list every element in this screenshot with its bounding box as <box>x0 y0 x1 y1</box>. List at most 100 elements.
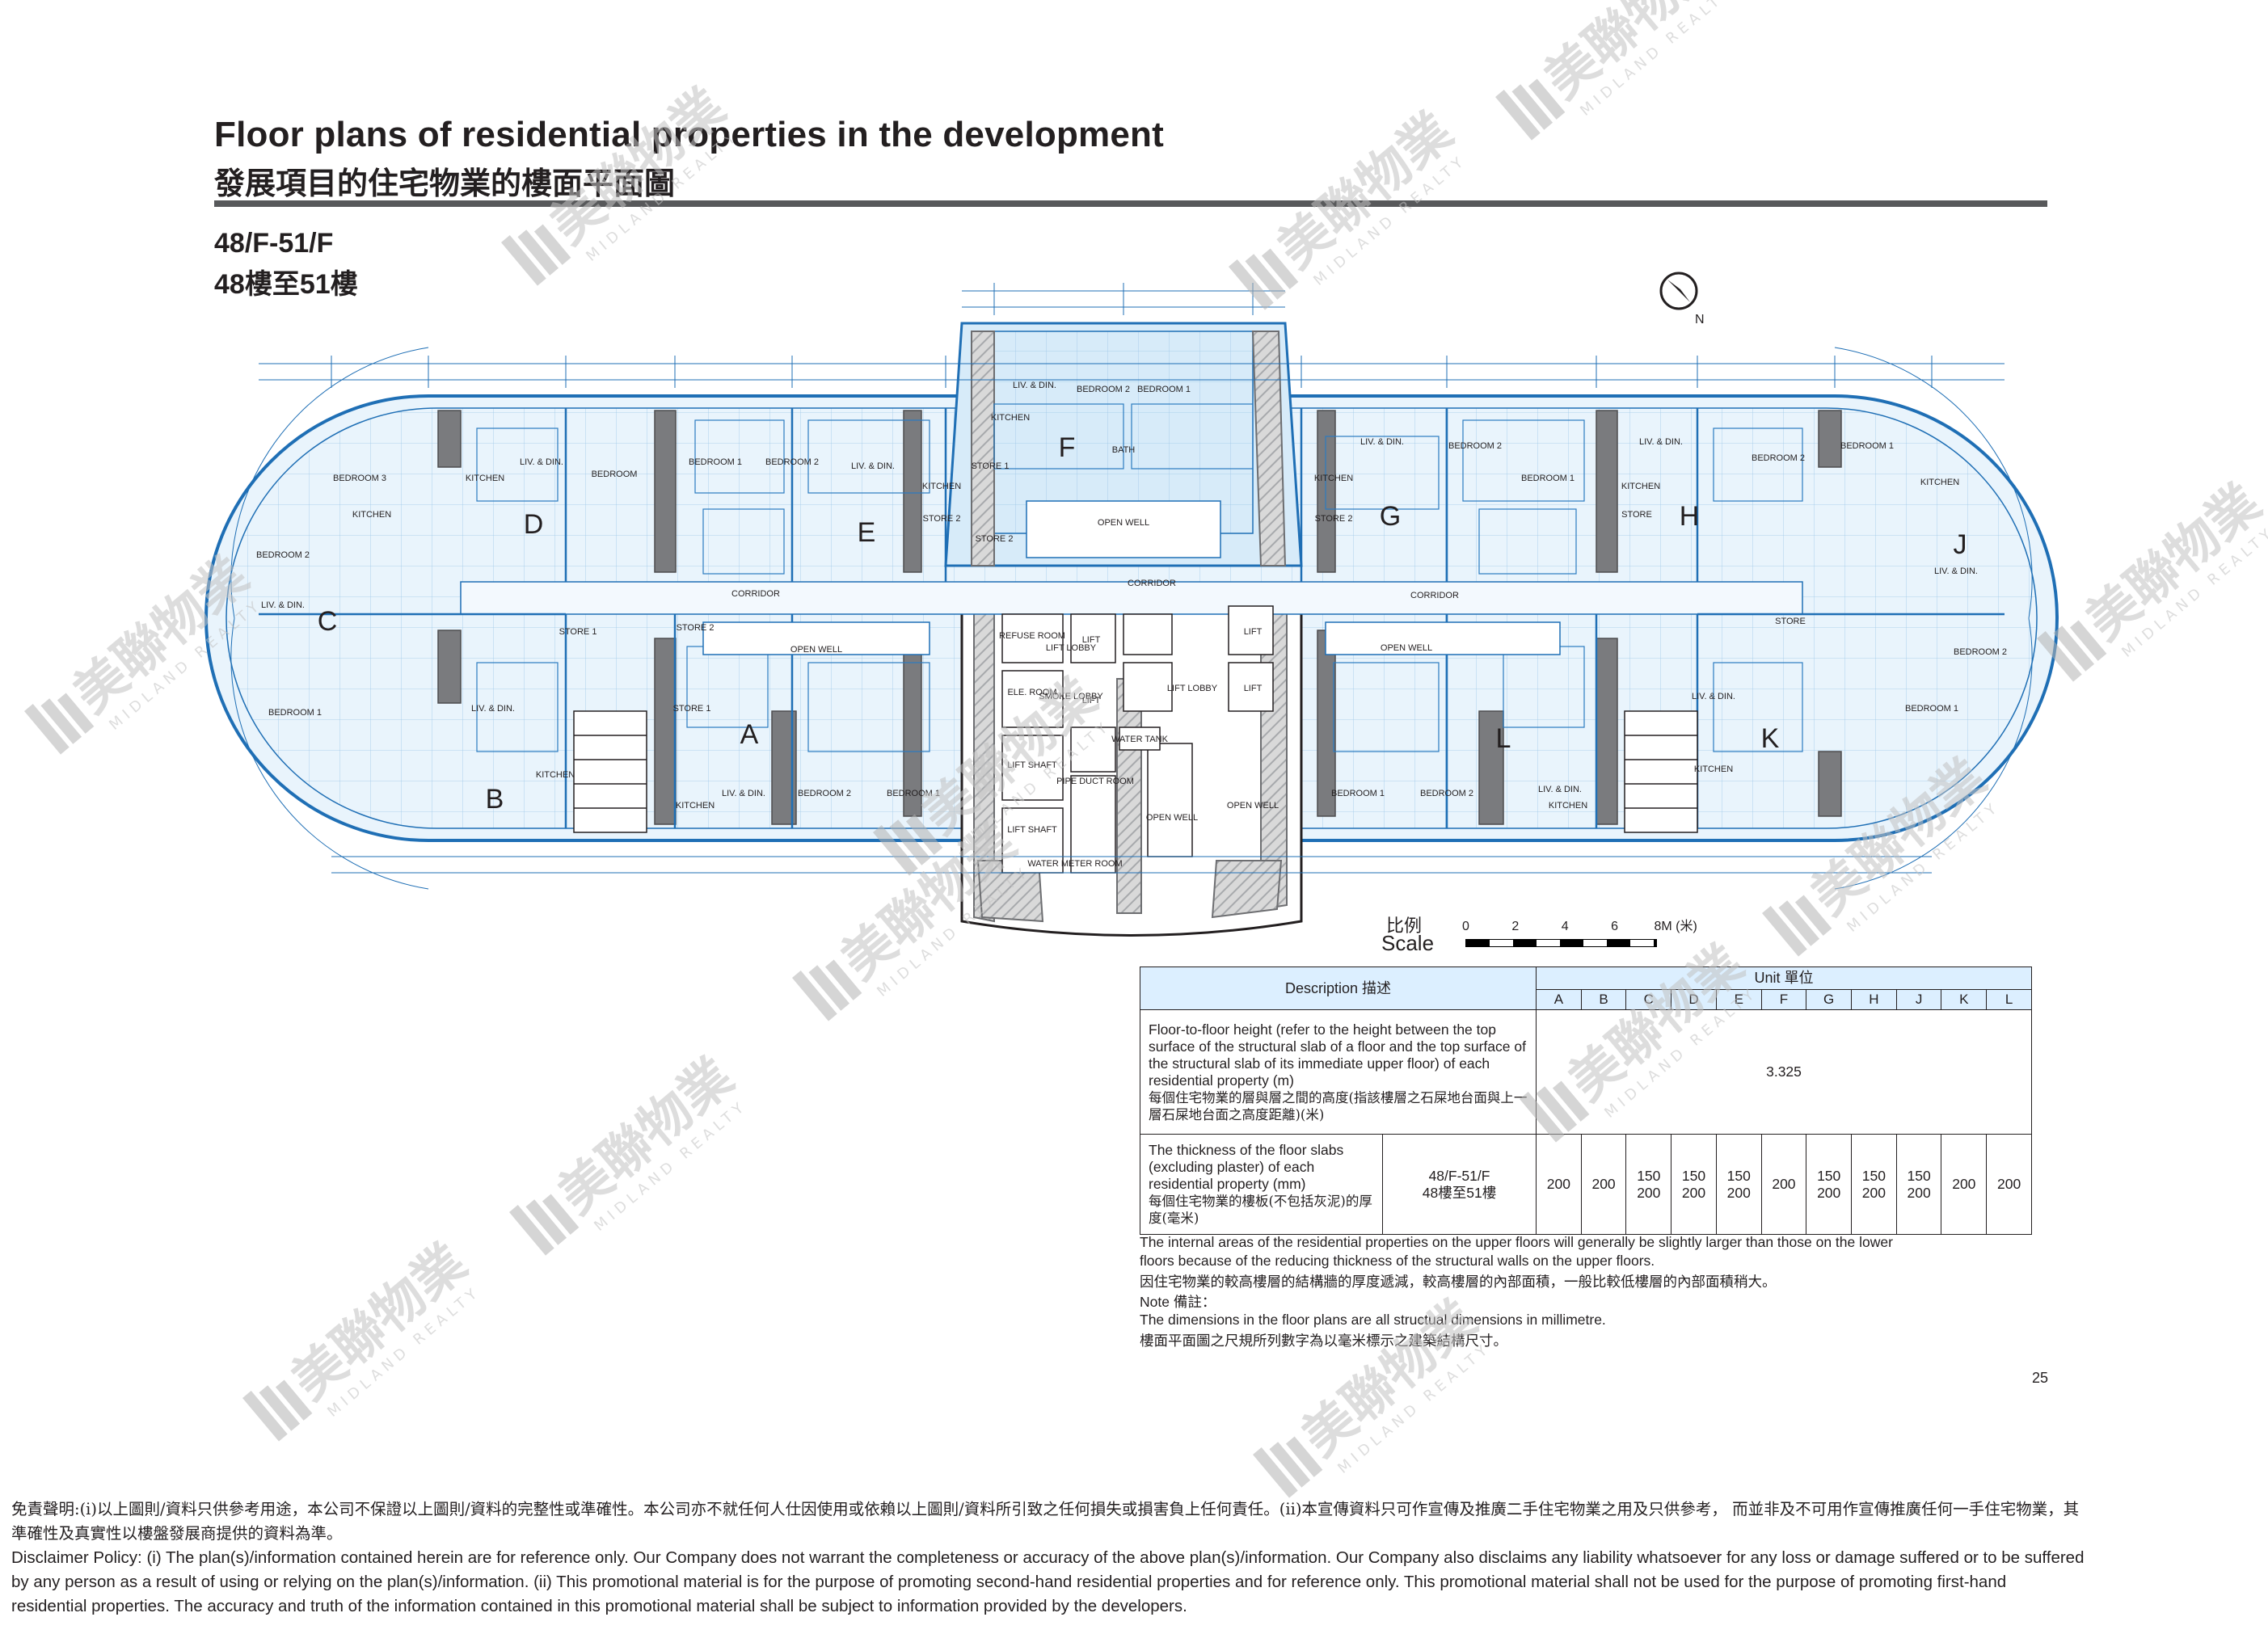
room-label: BEDROOM 1 <box>1905 704 1958 714</box>
scale-label-zh: 比例 <box>1386 916 1423 936</box>
room-label: LIV. & DIN. <box>471 704 515 714</box>
slab-value: 150 200 <box>1625 1134 1672 1235</box>
room-label: OPEN WELL <box>1146 813 1198 823</box>
floor-plan: A B C D E F G H J K L CORRIDOR CORRIDOR … <box>204 272 2059 937</box>
page-number: 25 <box>2032 1370 2049 1386</box>
room-label: BEDROOM 1 <box>1521 474 1575 483</box>
room-label: KITCHEN <box>1694 764 1733 774</box>
room-label: BEDROOM 1 <box>887 789 940 798</box>
note-line: The dimensions in the floor plans are al… <box>1140 1312 1606 1328</box>
room-label: BEDROOM 3 <box>333 474 386 483</box>
scale-ticks: 0 2 4 6 8M (米) <box>1462 915 1697 934</box>
room-label: BEDROOM 1 <box>1331 789 1385 798</box>
unit-col-header: E <box>1715 988 1762 1011</box>
unit-col-header: H <box>1851 988 1897 1011</box>
corridor <box>460 581 1803 615</box>
note-line: floors because of the reducing thickness… <box>1140 1253 1655 1269</box>
unit-col-header: F <box>1760 988 1807 1011</box>
title-divider <box>214 200 2047 207</box>
unit-label-h: H <box>1680 501 1700 532</box>
slab-thickness-desc-zh: 每個住宅物業的樓板(不包括灰泥)的厚度(毫米) <box>1149 1194 1372 1226</box>
spec-table: Description 描述 Unit 單位 A B C D E F G H J… <box>1140 967 2032 1235</box>
page-title-zh: 發展項目的住宅物業的樓面平面圖 <box>214 165 676 201</box>
unit-col-header: C <box>1625 988 1672 1011</box>
room-label: BEDROOM 2 <box>1752 453 1805 463</box>
unit-label-k: K <box>1761 723 1780 754</box>
room-label: LIFT <box>1244 627 1263 637</box>
room-label: BEDROOM 2 <box>1077 385 1130 394</box>
room-label: BEDROOM 1 <box>1840 441 1894 451</box>
room-label: BEDROOM 2 <box>798 789 851 798</box>
scale-legend: 比例 Scale 0 2 4 6 8M (米) <box>1381 912 1839 960</box>
note-line-zh: 樓面平面圖之尺規所列數字為以毫米標示之建築結構尺寸。 <box>1140 1333 1507 1350</box>
scale-tick: 6 <box>1611 920 1618 933</box>
unit-label-a: A <box>740 719 759 750</box>
unit-col-header: G <box>1806 988 1853 1011</box>
room-label: CORRIDOR <box>1410 591 1459 600</box>
unit-label-l: L <box>1496 723 1511 754</box>
note-label: Note 備註： <box>1140 1294 1216 1310</box>
room-label: LIV. & DIN. <box>1639 437 1683 447</box>
room-label: STORE 1 <box>559 627 597 637</box>
room-label: LIV. & DIN. <box>722 789 765 798</box>
room-label: STORE <box>1775 617 1806 626</box>
scale-bar <box>1465 939 1657 947</box>
slab-value: 150 200 <box>1895 1134 1942 1235</box>
slab-value: 150 200 <box>1851 1134 1897 1235</box>
room-label: STORE 1 <box>673 704 711 714</box>
disclaimer-en: residential properties. The accuracy and… <box>11 1597 1187 1615</box>
room-label: KITCHEN <box>1549 801 1587 811</box>
floor-label: 48/F-51/F <box>214 228 334 259</box>
room-label: WATER TANK <box>1111 735 1169 744</box>
room-label: LIV. & DIN. <box>1360 437 1404 447</box>
scale-tick: 2 <box>1511 920 1520 933</box>
room-label: KITCHEN <box>991 413 1030 423</box>
room-label: KITCHEN <box>922 482 961 491</box>
unit-label-j: J <box>1954 529 1967 560</box>
unit-col-header: J <box>1895 988 1942 1011</box>
room-label: LIV. & DIN. <box>261 600 305 610</box>
unit-label-c: C <box>318 606 338 637</box>
room-label: LIV. & DIN. <box>1538 785 1582 794</box>
scale-label: Scale <box>1381 931 1435 955</box>
floor-height-description: Floor-to-floor height (refer to the heig… <box>1140 1009 1537 1135</box>
scale-tick: 4 <box>1561 920 1569 933</box>
north-arrow-icon: N <box>1659 272 1705 326</box>
room-label: STORE 2 <box>677 623 715 633</box>
room-label: BATH <box>1112 445 1136 455</box>
slab-floor-en: 48/F-51/F <box>1428 1167 1490 1184</box>
room-label: LIV. & DIN. <box>1934 566 1978 576</box>
unit-col-header: A <box>1536 988 1582 1011</box>
unit-label-e: E <box>858 517 876 548</box>
scale-tick: 8M (米) <box>1654 920 1697 933</box>
unit-label-g: G <box>1380 501 1401 532</box>
room-label: BEDROOM 1 <box>1137 385 1191 394</box>
slab-value: 200 <box>1941 1134 1988 1235</box>
disclaimer-en: by any person as a result of using or re… <box>11 1573 2007 1591</box>
slab-value: 150 200 <box>1671 1134 1717 1235</box>
room-label: KITCHEN <box>466 474 504 483</box>
room-label: STORE <box>1621 510 1652 520</box>
unit-label-f: F <box>1059 432 1076 463</box>
disclaimer-zh: 免責聲明:(i)以上圖則/資料只供參考用途，本公司不保證以上圖則/資料的完整性或… <box>11 1500 2080 1518</box>
room-label: CORRIDOR <box>1128 579 1176 588</box>
room-label: BEDROOM 2 <box>1954 647 2007 657</box>
room-label: OPEN WELL <box>790 645 842 655</box>
slab-value: 200 <box>1536 1134 1582 1235</box>
floor-height-value: 3.325 <box>1536 1009 2032 1135</box>
unit-label-d: D <box>524 509 544 540</box>
room-label: BEDROOM 2 <box>765 457 819 467</box>
slab-value: 150 200 <box>1806 1134 1853 1235</box>
room-label: REFUSE ROOM <box>999 631 1065 641</box>
floor-height-desc-en: Floor-to-floor height (refer to the heig… <box>1149 1021 1526 1089</box>
room-label: LIV. & DIN. <box>520 457 563 467</box>
room-label: BEDROOM 1 <box>268 708 322 718</box>
room-label: LIV. & DIN. <box>1013 381 1056 390</box>
room-label: KITCHEN <box>536 770 575 780</box>
room-label: LIFT LOBBY <box>1167 684 1218 693</box>
unit-col-header: K <box>1941 988 1988 1011</box>
slab-thickness-desc-en: The thickness of the floor slabs (exclud… <box>1149 1142 1344 1192</box>
disclaimer: 免責聲明:(i)以上圖則/資料只供參考用途，本公司不保證以上圖則/資料的完整性或… <box>11 1497 2258 1619</box>
room-label: BEDROOM 2 <box>256 550 310 560</box>
room-label: OPEN WELL <box>1381 643 1432 653</box>
